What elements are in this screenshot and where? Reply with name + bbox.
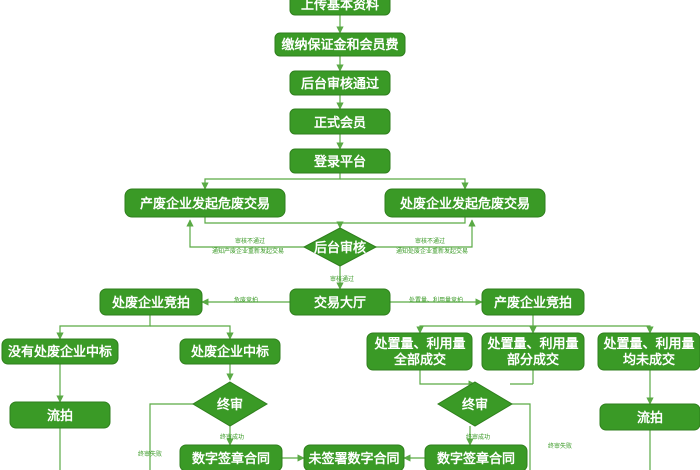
note-final-ok-left: 终审成功 <box>220 433 244 441</box>
svg-text:全部成交: 全部成交 <box>393 352 446 368</box>
svg-text:正式会员: 正式会员 <box>314 115 366 131</box>
svg-text:未签署数字合同: 未签署数字合同 <box>307 451 399 467</box>
svg-text:数字签章合同: 数字签章合同 <box>437 451 515 467</box>
svg-text:流拍: 流拍 <box>637 410 663 426</box>
svg-text:终审: 终审 <box>217 397 243 413</box>
node-all-deal: 处置量、利用量 全部成交 <box>366 332 473 371</box>
svg-text:后台审核: 后台审核 <box>314 240 366 256</box>
note-final-fail-right: 终审失败 <box>548 442 572 450</box>
note-final-ok-right: 终审成功 <box>466 433 490 441</box>
node-fail-left: 流拍 <box>9 401 111 429</box>
svg-text:缴纳保证金和会员费: 缴纳保证金和会员费 <box>281 37 398 53</box>
svg-text:均未成交: 均未成交 <box>623 352 675 368</box>
svg-text:登录平台: 登录平台 <box>313 154 366 170</box>
svg-text:部分成交: 部分成交 <box>507 352 559 368</box>
svg-text:处废企业竞拍: 处废企业竞拍 <box>111 295 190 311</box>
svg-text:终审: 终审 <box>462 397 488 413</box>
note-final-fail-left: 终审失败 <box>138 450 162 458</box>
note-producer-bid: 处置量、利用量竞拍 <box>409 296 463 304</box>
node-review: 后台审核 <box>302 227 378 267</box>
node-final-review-left: 终审 <box>192 381 268 427</box>
svg-text:处废企业发起危废交易: 处废企业发起危废交易 <box>399 196 530 212</box>
svg-text:没有处废企业中标: 没有处废企业中标 <box>8 344 112 360</box>
svg-text:交易大厅: 交易大厅 <box>314 295 366 311</box>
node-final-review-right: 终审 <box>437 381 513 427</box>
svg-text:处置量、利用量: 处置量、利用量 <box>486 336 578 352</box>
note-reject-right-1: 审核不通过 <box>415 237 445 245</box>
note-reject-left-2: 通知产废企业重新发起交易 <box>212 247 284 255</box>
svg-text:产废企业发起危废交易: 产废企业发起危废交易 <box>140 196 270 212</box>
note-reject-right-2: 通知处废企业重新发起交易 <box>396 247 468 255</box>
svg-text:数字签章合同: 数字签章合同 <box>192 451 270 467</box>
note-reject-left-1: 审核不通过 <box>235 237 265 245</box>
node-unsigned: 未签署数字合同 <box>303 444 405 470</box>
edge-notes: 审核不通过 通知产废企业重新发起交易 审核不通过 通知处废企业重新发起交易 审核… <box>138 237 572 458</box>
node-sign-left: 数字签章合同 <box>179 444 283 470</box>
node-upload: 上传基本资料 <box>289 0 391 16</box>
svg-text:处置量、利用量: 处置量、利用量 <box>373 336 465 352</box>
node-login: 登录平台 <box>289 148 391 174</box>
node-sign-right: 数字签章合同 <box>424 444 528 470</box>
node-review-passed: 后台审核通过 <box>289 70 391 96</box>
node-producer-bid: 产废企业竞拍 <box>481 288 585 316</box>
node-handler-bid: 处废企业竞拍 <box>99 288 203 316</box>
svg-text:上传基本资料: 上传基本资料 <box>301 0 379 13</box>
svg-text:处置量、利用量: 处置量、利用量 <box>602 336 694 352</box>
node-part-deal: 处置量、利用量 部分成交 <box>481 332 585 371</box>
svg-text:后台审核通过: 后台审核通过 <box>301 76 379 92</box>
svg-text:流拍: 流拍 <box>47 408 73 424</box>
svg-text:处废企业中标: 处废企业中标 <box>190 344 269 360</box>
note-handler-bid: 危废竞拍 <box>234 296 258 304</box>
connectors <box>56 15 654 470</box>
node-fail-right: 流拍 <box>599 403 700 431</box>
node-deposit: 缴纳保证金和会员费 <box>274 32 406 57</box>
node-winner: 处废企业中标 <box>179 338 281 365</box>
node-member: 正式会员 <box>289 108 391 135</box>
svg-text:产废企业竞拍: 产废企业竞拍 <box>494 295 572 311</box>
node-no-winner: 没有处废企业中标 <box>1 338 119 365</box>
node-trading-hall: 交易大厅 <box>289 288 391 316</box>
node-none-deal: 处置量、利用量 均未成交 <box>597 332 700 371</box>
node-producer-start: 产废企业发起危废交易 <box>124 188 286 218</box>
note-passed: 审核通过 <box>330 275 354 283</box>
node-handler-start: 处废企业发起危废交易 <box>384 188 546 218</box>
